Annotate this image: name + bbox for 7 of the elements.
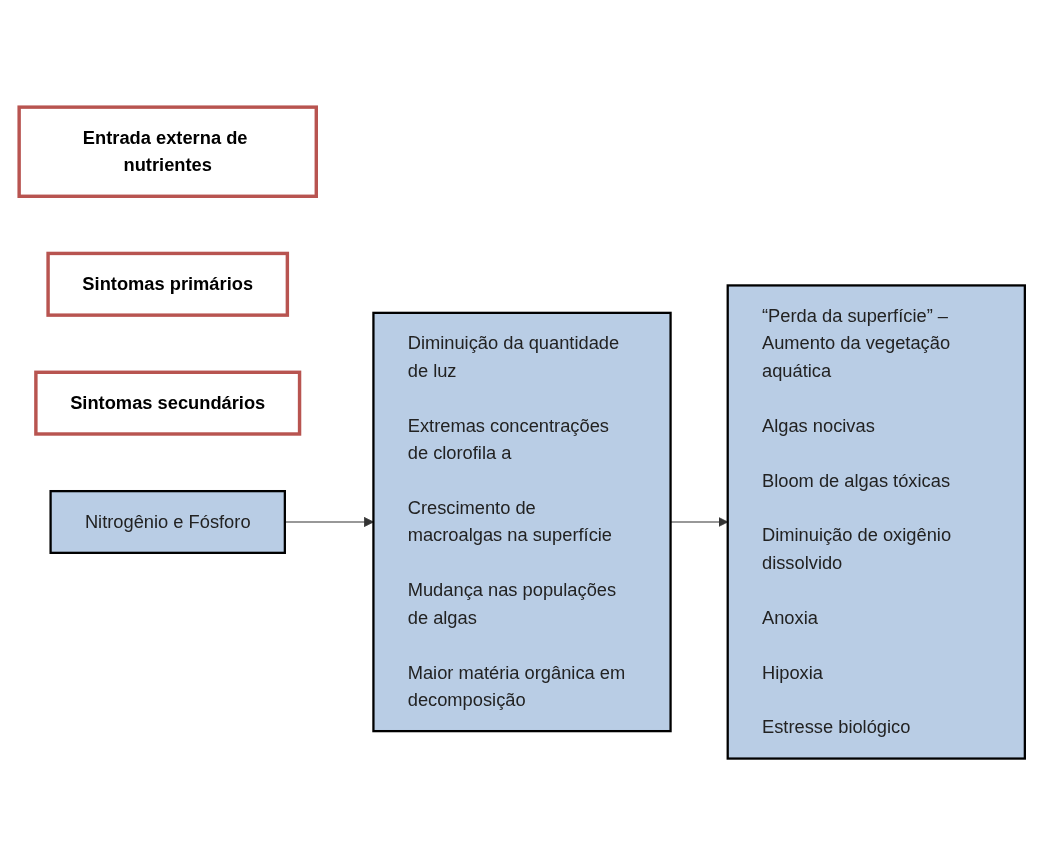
node-box: Sintomas primários bbox=[46, 251, 290, 317]
node-box: Entrada externa de nutrientes bbox=[17, 105, 318, 199]
node-box: Diminuição da quantidade de luz Extremas concentrações de clorofila a Crescimento de macroalgas na superfície Mudança nas populações de algas Maior matéria orgânica em decomposição bbox=[372, 311, 672, 733]
node-box: “Perda da superfície” – Aumento da vegetação aquática Algas nocivas Bloom de algas tóxicas Diminuição de oxigênio dissolvido Anoxia Hipoxia Estresse biológico bbox=[726, 284, 1026, 760]
arrow bbox=[284, 517, 374, 528]
node-box: Nitrogênio e Fósforo bbox=[49, 490, 286, 555]
node-box: Sintomas secundários bbox=[34, 370, 302, 436]
